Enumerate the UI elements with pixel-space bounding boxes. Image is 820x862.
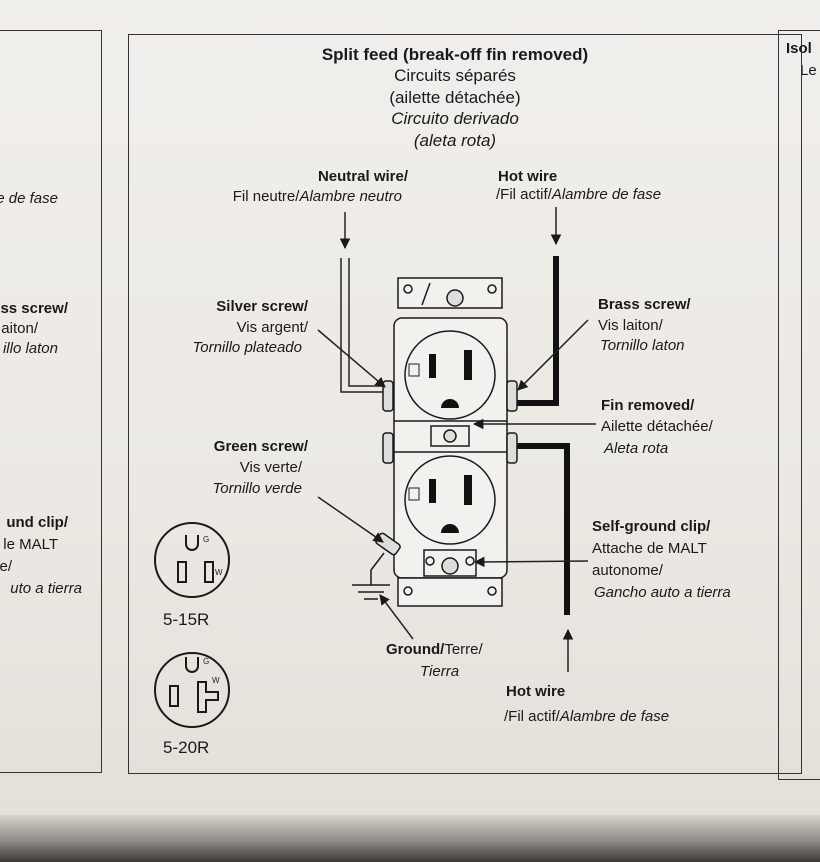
green-screw-label-fr: Vis verte/	[239, 459, 302, 476]
neutral-wire-label-fr: Fil neutre/	[232, 188, 300, 205]
brass-screw-arrow	[517, 319, 589, 391]
neutral-wire-label-es: Alambre neutro	[299, 188, 402, 205]
duplex-receptacle	[382, 277, 518, 607]
brass-screw-label-es: Tornillo laton	[600, 337, 685, 354]
ground-label-es: Tierra	[420, 663, 460, 680]
ground-symbol	[352, 552, 390, 600]
self-ground-clip-label-en: Self-ground clip/	[592, 518, 711, 535]
silver-screw-label-es: Tornillo plateado	[192, 339, 302, 356]
self-ground-clip-label-fr-1: Attache de MALT	[592, 540, 707, 557]
neutral-wire	[340, 258, 385, 393]
ground-label-en: Ground/	[386, 641, 445, 658]
receptacle-5-20r-g-mark: G	[203, 657, 209, 666]
left-panel-line-3: aiton/	[1, 320, 38, 337]
brass-screw-label-fr: Vis laiton/	[598, 317, 663, 334]
fin-removed-label-fr: Ailette détachée/	[601, 418, 713, 435]
receptacle-5-15r-g-mark: G	[203, 535, 209, 544]
hot-wire-top	[515, 256, 559, 406]
silver-screw-label-en: Silver screw/	[216, 298, 308, 315]
self-ground-clip-label-es: Gancho auto a tierra	[594, 584, 731, 601]
title-spanish-2: (aleta rota)	[413, 131, 497, 150]
self-ground-clip-label-fr-2: autonome/	[592, 562, 663, 579]
hot-wire-bottom-label-es: Alambre de fase	[559, 708, 670, 725]
receptacle-5-20r-w-mark: W	[212, 676, 220, 685]
main-panel	[128, 34, 802, 774]
title-french-1: Circuits séparés	[394, 66, 516, 85]
right-panel	[778, 30, 820, 780]
left-panel-line-6: le MALT	[3, 536, 58, 553]
neutral-wire-label-en: Neutral wire/	[317, 168, 408, 185]
left-panel-line-4: illo laton	[2, 340, 58, 357]
ground-arrow	[379, 594, 414, 640]
green-screw-arrow	[317, 496, 384, 543]
hot-wire-top-label-en: Hot wire	[498, 168, 558, 185]
fin-removed-label-en: Fin removed/	[601, 397, 695, 414]
hot-wire-bottom	[515, 443, 570, 615]
title-french-2: (ailette détachée)	[389, 88, 521, 107]
left-panel-line-1: e de fase	[0, 190, 58, 207]
hot-wire-bottom-label-en: Hot wire	[506, 683, 566, 700]
left-panel-line-2: ss screw/	[0, 300, 68, 317]
left-panel-line-7: e/	[0, 558, 12, 575]
silver-screw-arrow	[317, 329, 386, 388]
left-panel	[0, 30, 102, 773]
receptacle-5-20r-label: 5-20R	[163, 738, 210, 757]
receptacle-5-15r	[154, 522, 230, 598]
receptacle-5-15r-w-mark: W	[215, 568, 223, 577]
title-english: Split feed (break-off fin removed)	[321, 45, 589, 64]
outlet-wire-marks	[408, 363, 420, 501]
hot-wire-top-label-fr: /Fil actif/	[496, 186, 552, 203]
receptacle-5-15r-label: 5-15R	[163, 610, 210, 629]
hot-wire-top-label: /Fil actif/Alambre de fase	[496, 186, 661, 204]
ground-label: Ground/Terre/	[386, 641, 483, 659]
table-edge-shadow	[0, 815, 820, 862]
ground-label-fr: Terre/	[444, 641, 483, 658]
silver-screw-label-fr: Vis argent/	[236, 319, 308, 336]
green-screw-label-es: Tornillo verde	[212, 480, 303, 497]
right-panel-line-2: Le	[800, 62, 817, 79]
left-panel-line-5: und clip/	[6, 514, 68, 531]
outlet-slots	[429, 350, 472, 533]
fin-removed-label-es: Aleta rota	[604, 440, 669, 457]
green-screw-label-en: Green screw/	[213, 438, 308, 455]
hot-wire-bottom-label-fr: /Fil actif/	[504, 708, 560, 725]
left-panel-line-8: uto a tierra	[10, 580, 82, 597]
hot-wire-bottom-label: /Fil actif/Alambre de fase	[504, 708, 669, 726]
self-ground-clip-arrow	[473, 556, 589, 568]
hot-wire-top-label-es: Alambre de fase	[551, 186, 662, 203]
receptacle-5-20r	[154, 652, 230, 728]
neutral-wire-label: Fil neutre/Alambre neutro	[233, 188, 402, 206]
title-spanish-1: Circuito derivado	[391, 109, 519, 128]
right-panel-line-1: Isol	[786, 40, 812, 57]
brass-screw-label-en: Brass screw/	[598, 296, 691, 313]
